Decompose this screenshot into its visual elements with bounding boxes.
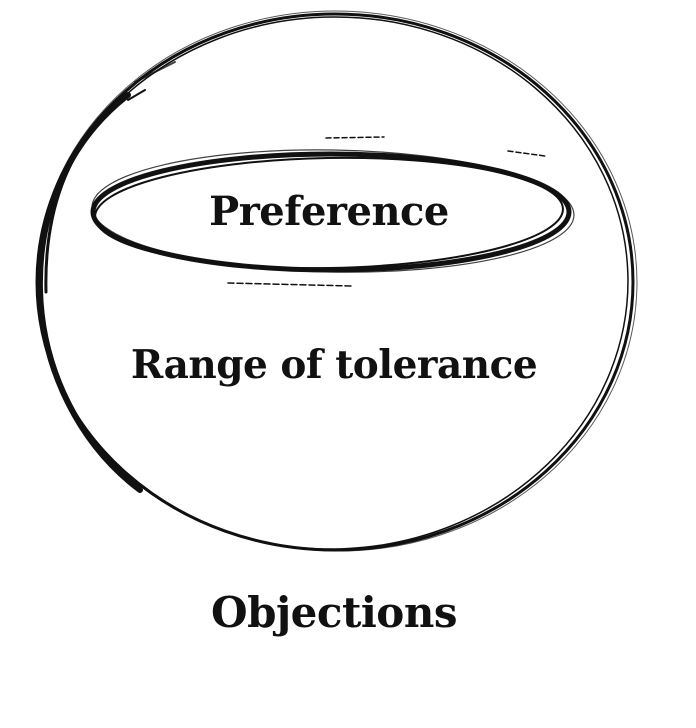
preference-ellipse	[90, 136, 575, 287]
tolerance-circle	[35, 10, 638, 552]
preference-label: Preference	[209, 188, 449, 235]
objections-label: Objections	[211, 588, 458, 637]
range-of-tolerance-label: Range of tolerance	[130, 342, 538, 388]
